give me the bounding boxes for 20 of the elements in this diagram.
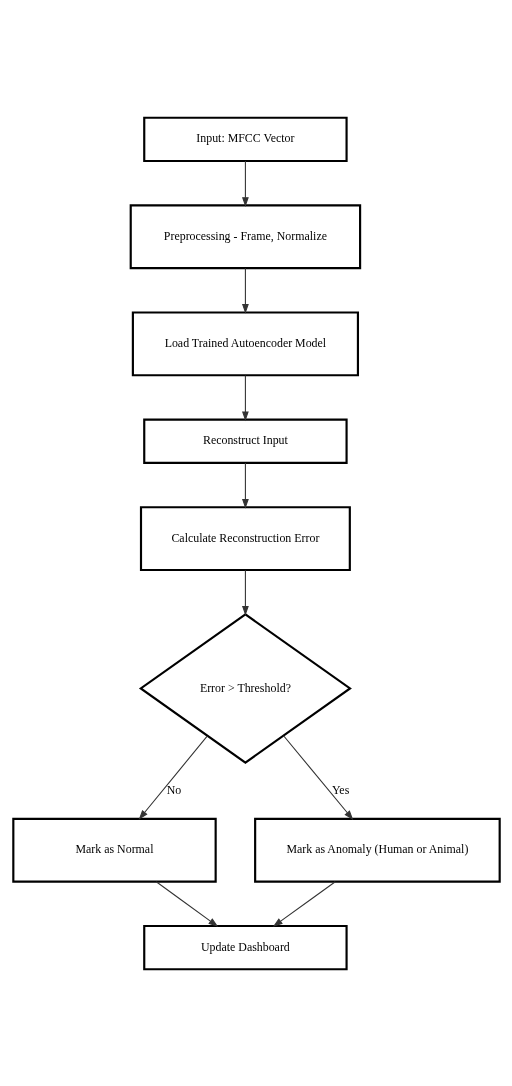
node-box: Input: MFCC Vector: [142, 116, 348, 162]
arrow: [241, 461, 249, 509]
node-box: Reconstruct Input: [142, 418, 348, 464]
node-box: Preprocessing - Frame, Normalize: [129, 203, 361, 269]
node-box: Update Dashboard: [142, 924, 348, 970]
arrow: [272, 880, 336, 927]
arrow: [241, 569, 249, 616]
node-box: Load Trained Autoencoder Model: [131, 310, 359, 376]
node-box: Mark as Normal: [11, 817, 217, 883]
arrow: [138, 735, 208, 820]
node-box: Mark as Anomaly (Human or Animal): [253, 817, 501, 883]
node-box: Calculate Reconstruction Error: [139, 505, 351, 571]
edge-label: Yes: [331, 782, 349, 797]
arrow: [282, 734, 353, 820]
arrow: [241, 267, 249, 314]
arrow: [241, 160, 249, 207]
edge-label: No: [166, 782, 181, 797]
node-diamond: Error > Threshold?: [138, 612, 352, 764]
arrow: [155, 880, 218, 927]
arrow: [241, 374, 249, 421]
